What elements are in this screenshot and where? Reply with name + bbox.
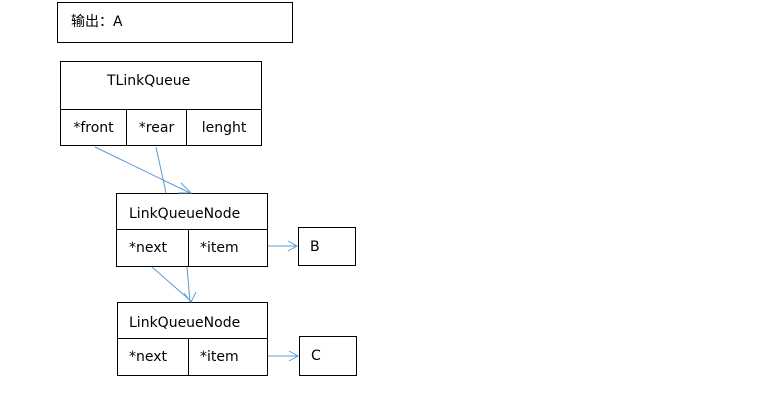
arrowhead-node2	[183, 291, 197, 303]
tlinkqueue-sep-1	[126, 109, 127, 145]
value-b-label: B	[310, 239, 320, 255]
node2-sep	[188, 338, 189, 375]
node2-divider	[118, 338, 267, 339]
arrow-next1-to-node2-b	[186, 266, 191, 303]
arrowhead-b	[287, 240, 299, 252]
field-lenght: lenght	[201, 119, 247, 136]
tlinkqueue-struct: TLinkQueue *front *rear lenght	[60, 61, 262, 146]
tlinkqueue-title: TLinkQueue	[107, 73, 191, 89]
arrow-next1-to-node2	[151, 266, 193, 303]
linkqueuenode-1: LinkQueueNode *next *item	[116, 193, 268, 267]
output-box: 输出：A	[57, 2, 293, 43]
field-rear: *rear	[138, 119, 175, 136]
node1-field-item: *item	[200, 240, 239, 256]
value-c-label: C	[311, 348, 321, 364]
linkqueuenode-2: LinkQueueNode *next *item	[117, 302, 268, 376]
node1-field-next: *next	[129, 240, 168, 256]
tlinkqueue-sep-2	[186, 109, 187, 145]
node1-sep	[188, 229, 189, 266]
node1-title: LinkQueueNode	[129, 206, 241, 222]
value-box-b: B	[298, 227, 356, 266]
output-label: 输出：A	[71, 14, 123, 30]
arrow-rear-to-node1	[155, 146, 167, 194]
node2-title: LinkQueueNode	[129, 315, 241, 331]
field-front: *front	[73, 119, 114, 136]
node1-divider	[117, 229, 267, 230]
tlinkqueue-divider	[61, 109, 261, 110]
arrowhead-c	[288, 350, 300, 362]
node2-field-item: *item	[200, 349, 239, 365]
arrow-front-to-node1	[94, 146, 191, 194]
arrowhead-front	[178, 182, 193, 194]
value-box-c: C	[299, 336, 357, 376]
node2-field-next: *next	[129, 349, 168, 365]
